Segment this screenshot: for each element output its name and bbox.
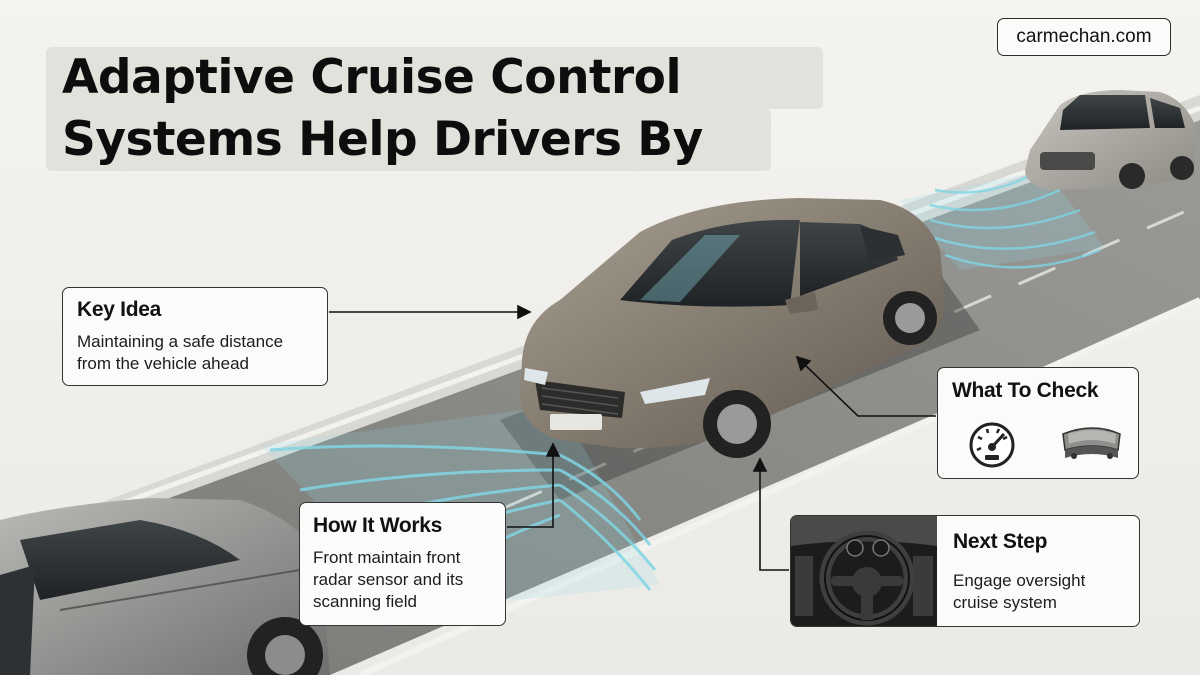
steering-wheel-photo [791, 516, 937, 626]
what-to-check-card: What To Check [937, 367, 1139, 479]
connector-next-step [752, 457, 789, 571]
how-it-works-heading: How It Works [313, 514, 443, 537]
lead-car [1025, 90, 1195, 190]
rear-car [0, 498, 330, 675]
radar-beam-lead [900, 170, 1105, 270]
main-car [520, 198, 945, 458]
key-idea-heading: Key Idea [77, 298, 161, 321]
brake-pad-icon [1062, 427, 1121, 459]
key-idea-card: Key Idea Maintaining a safe distance fro… [62, 287, 328, 386]
how-it-works-card: How It Works Front maintain front radar … [299, 502, 506, 626]
what-to-check-heading: What To Check [952, 379, 1099, 402]
next-step-line-2: cruise system [953, 593, 1057, 612]
how-it-works-line-1: Front maintain front [313, 548, 461, 567]
connector-key-idea [329, 304, 532, 320]
next-step-card: Next Step Engage oversight cruise system [790, 515, 1140, 627]
how-it-works-text: Front maintain front radar sensor and it… [313, 547, 492, 613]
key-idea-line-2: from the vehicle ahead [77, 354, 249, 373]
headline-line-1: Adaptive Cruise Control [46, 47, 823, 109]
key-idea-line-1: Maintaining a safe distance [77, 332, 284, 351]
connector-what-to-check [795, 355, 936, 417]
connector-how-it-works [507, 442, 561, 528]
what-to-check-icons [969, 422, 1121, 468]
next-step-heading: Next Step [953, 530, 1048, 553]
headline-line-2: Systems Help Drivers By [46, 109, 771, 171]
next-step-line-1: Engage oversight [953, 571, 1086, 590]
brand-badge: carmechan.com [997, 18, 1171, 56]
how-it-works-line-3: scanning field [313, 592, 417, 611]
speedometer-icon [969, 422, 1015, 468]
how-it-works-line-2: radar sensor and its [313, 570, 464, 589]
key-idea-text: Maintaining a safe distance from the veh… [77, 331, 313, 375]
next-step-text: Engage oversight cruise system [953, 570, 1085, 614]
